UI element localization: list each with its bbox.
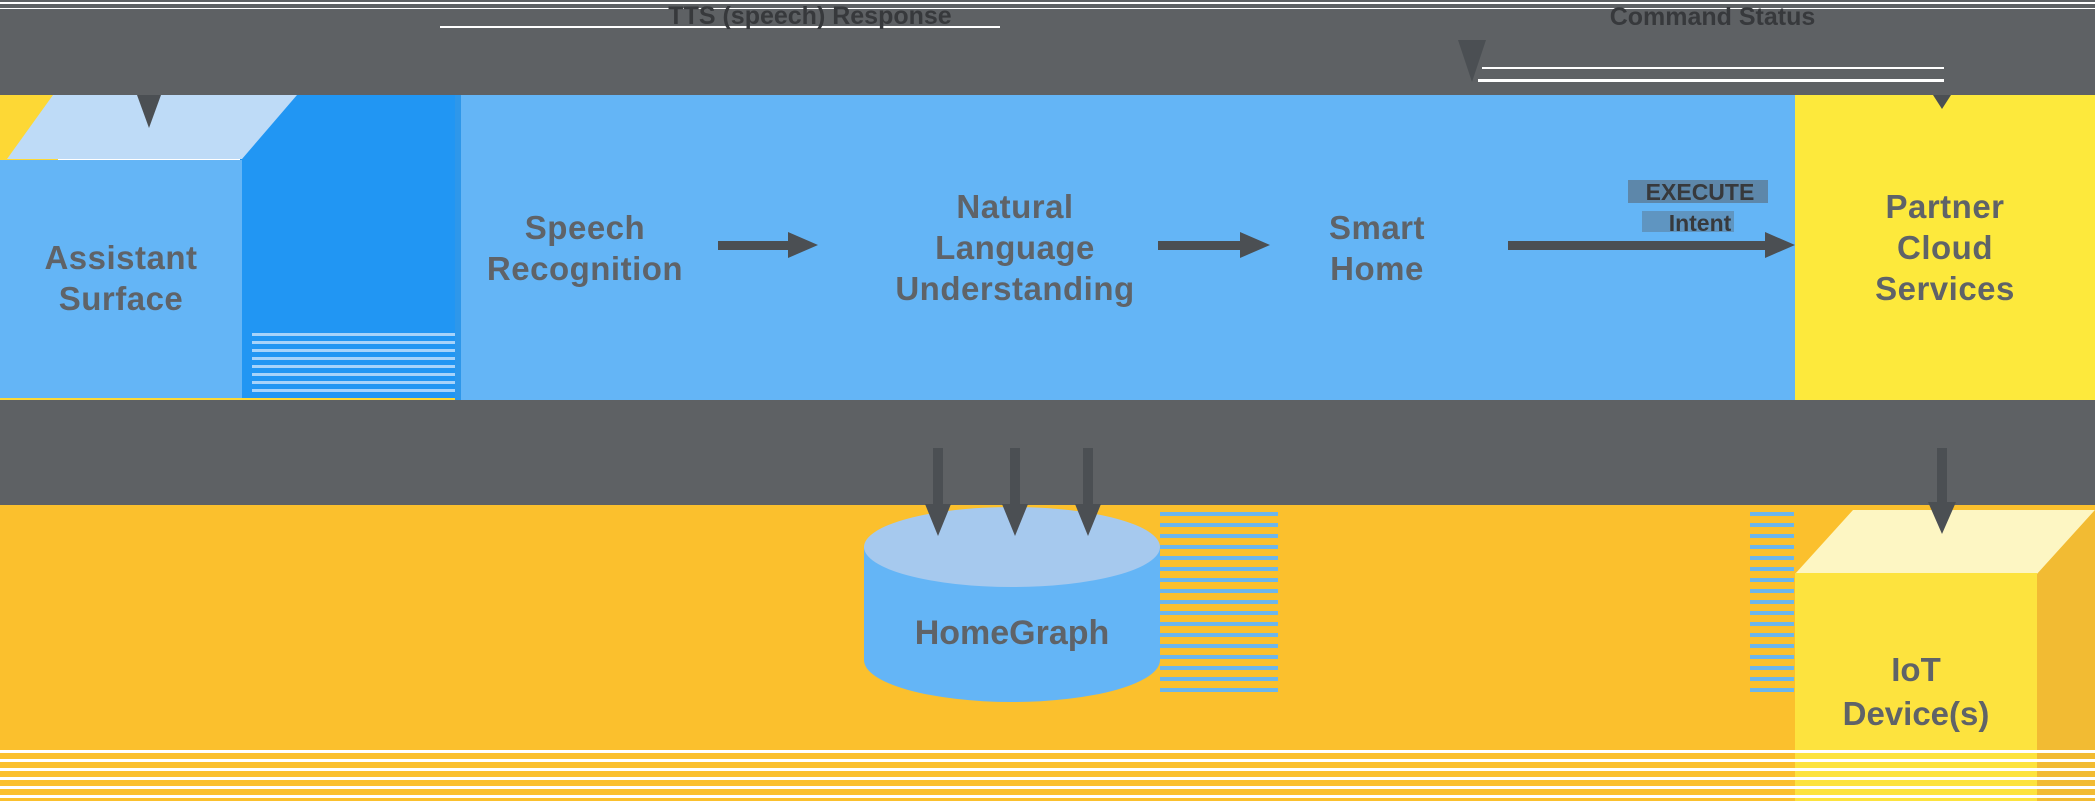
command-status-label: Command Status	[1609, 3, 1816, 31]
google-assistant-box-edge	[455, 95, 461, 400]
flow-arrow-speech-to-nlu-head	[788, 232, 818, 258]
assistant-surface-cube-front	[0, 160, 242, 398]
homegraph-arrow-3-head	[1075, 504, 1101, 536]
iot-arrow-shaft	[1937, 448, 1947, 504]
assistant-surface-label: Assistant Surface	[44, 239, 198, 317]
natural-language-understanding-label: Natural Language Understanding	[895, 188, 1135, 307]
flow-arrow-smarthome-to-partner-head	[1765, 232, 1795, 258]
homegraph-arrow-3-shaft	[1083, 448, 1093, 506]
artifact-stripes-under-partner	[1750, 512, 1794, 694]
execute-intent-label: EXECUTE Intent	[1645, 179, 1755, 236]
flow-arrow-smarthome-to-partner-shaft	[1508, 241, 1765, 250]
command-status-arrowhead	[1458, 40, 1486, 82]
homegraph-arrow-1-head	[925, 504, 951, 536]
artifact-stripes-cube-side	[252, 328, 455, 396]
partner-cloud-label: Partner Cloud Services	[1875, 188, 2015, 307]
iot-arrowhead	[1928, 502, 1956, 534]
homegraph-arrow-1-shaft	[933, 448, 943, 506]
smart-home-label: Smart Home	[1328, 209, 1426, 287]
flow-arrow-nlu-to-smarthome-head	[1240, 232, 1270, 258]
bottom-stripes	[0, 744, 2095, 802]
artifact-line	[1482, 67, 1944, 69]
middle-gray-band	[0, 400, 2095, 505]
artifact-line	[0, 8, 2095, 9]
artifact-bar	[1628, 180, 1768, 203]
artifact-line	[440, 26, 1000, 28]
homegraph-arrow-2-shaft	[1010, 448, 1020, 506]
artifact-line	[0, 2, 2095, 4]
partner-box-arrowhead	[1933, 95, 1951, 109]
homegraph-label: HomeGraph	[914, 614, 1110, 652]
assistant-cube-arrowhead	[137, 95, 161, 128]
artifact-line	[1478, 79, 1944, 82]
homegraph-arrow-2-head	[1002, 504, 1028, 536]
tts-response-label: TTS (speech) Response	[668, 2, 952, 30]
flow-arrow-nlu-to-smarthome-shaft	[1158, 241, 1240, 250]
iot-devices-label: IoT Device(s)	[1842, 651, 1990, 732]
speech-recognition-label: Speech Recognition	[486, 209, 684, 287]
flow-arrow-speech-to-nlu-shaft	[718, 241, 788, 250]
partner-cloud-box	[1795, 95, 2095, 400]
artifact-stripes-right-of-cylinder	[1160, 512, 1278, 692]
artifact-bar	[1642, 211, 1734, 232]
